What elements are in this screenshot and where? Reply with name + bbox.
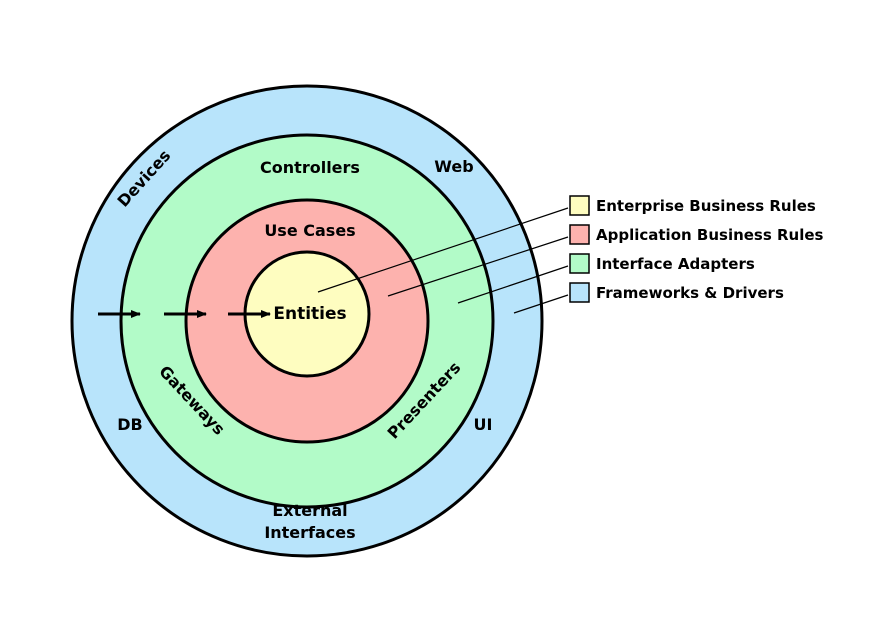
label-use-cases: Use Cases xyxy=(264,221,355,240)
legend-label-enterprise: Enterprise Business Rules xyxy=(596,197,816,215)
legend-item-enterprise: Enterprise Business Rules xyxy=(569,195,816,216)
leader-line-enterprise xyxy=(317,207,569,293)
legend-item-application: Application Business Rules xyxy=(569,224,824,245)
legend: Enterprise Business Rules Application Bu… xyxy=(569,195,824,303)
legend-label-frameworks: Frameworks & Drivers xyxy=(596,284,784,302)
label-web: Web xyxy=(434,157,473,176)
leader-line-adapters xyxy=(457,265,569,304)
label-entities: Entities xyxy=(273,304,346,324)
legend-swatch-frameworks xyxy=(569,282,590,303)
legend-label-adapters: Interface Adapters xyxy=(596,255,755,273)
label-ui: UI xyxy=(474,415,493,434)
label-external-line2: Interfaces xyxy=(264,523,355,542)
legend-swatch-enterprise xyxy=(569,195,590,216)
leader-line-frameworks xyxy=(513,294,569,314)
legend-swatch-adapters xyxy=(569,253,590,274)
legend-item-adapters: Interface Adapters xyxy=(569,253,755,274)
legend-label-application: Application Business Rules xyxy=(596,226,824,244)
label-external-line1: External xyxy=(272,501,347,520)
leader-line-application xyxy=(387,236,569,297)
label-controllers: Controllers xyxy=(260,158,360,177)
label-db: DB xyxy=(117,415,142,434)
legend-item-frameworks: Frameworks & Drivers xyxy=(569,282,784,303)
legend-swatch-application xyxy=(569,224,590,245)
